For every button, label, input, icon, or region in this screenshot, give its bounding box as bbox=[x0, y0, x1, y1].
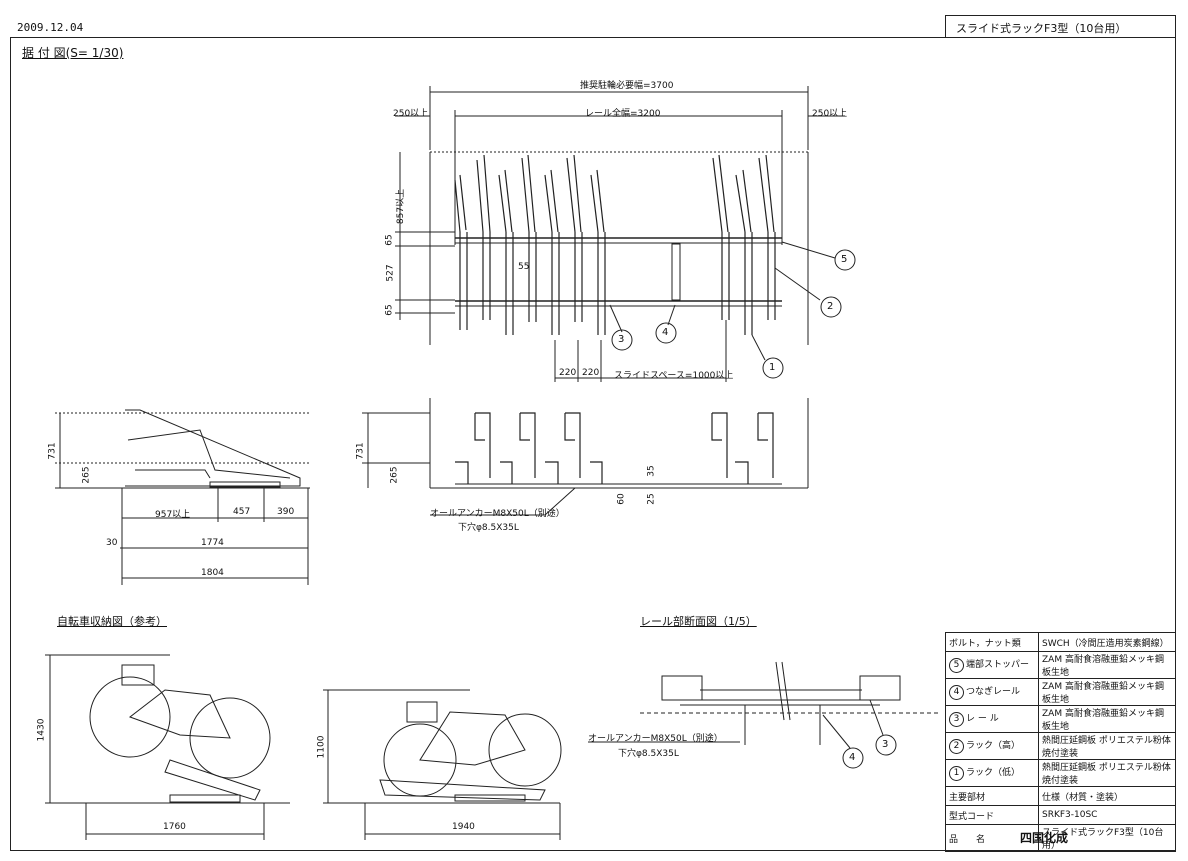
spec-value: SWCH（冷間圧造用炭素鋼線） bbox=[1038, 632, 1176, 652]
dim-857: 857以上 bbox=[396, 188, 407, 225]
rail-callout-3: 3 bbox=[882, 739, 889, 750]
callout-5: 5 bbox=[841, 254, 848, 265]
spec-row: 品 名 スライド式ラックF3型（10台用） bbox=[945, 824, 1176, 852]
dim-55: 55 bbox=[518, 262, 530, 272]
callout-3: 3 bbox=[618, 334, 625, 345]
front-dim-25: 25 bbox=[646, 493, 657, 505]
bicycle-view-low bbox=[323, 689, 562, 840]
bike-dim-1760: 1760 bbox=[163, 822, 186, 832]
spec-value: ZAM 高耐食溶融亜鉛メッキ鋼板生地 bbox=[1038, 705, 1176, 733]
drawing-title: スライド式ラックF3型（10台用） bbox=[945, 15, 1176, 37]
dim-slide-space: スライドスペース=1000以上 bbox=[614, 371, 734, 381]
part-number-badge: 5 bbox=[949, 658, 964, 673]
bike-dim-1100: 1100 bbox=[316, 735, 327, 759]
front-dim-35: 35 bbox=[646, 465, 657, 477]
front-dim-731: 731 bbox=[355, 442, 366, 460]
rail-anchor-label: オールアンカーM8X50L（別途） bbox=[588, 734, 723, 744]
spec-value: 熱間圧延鋼板 ポリエステル粉体焼付塗装 bbox=[1038, 759, 1176, 787]
rail-section-title: レール部断面図（1/5） bbox=[640, 615, 757, 628]
spec-row: 型式コード SRKF3-10SC bbox=[945, 805, 1176, 825]
spec-row: ボルト，ナット類 SWCH（冷間圧造用炭素鋼線） bbox=[945, 632, 1176, 652]
dim-margin-left: 250以上 bbox=[393, 109, 429, 119]
side-dim-265: 265 bbox=[81, 466, 92, 484]
dim-220-b: 220 bbox=[582, 368, 600, 378]
code-value: SRKF3-10SC bbox=[1038, 805, 1176, 825]
side-dim-390: 390 bbox=[277, 507, 295, 517]
front-hole-label: 下穴φ8.5X35L bbox=[458, 523, 519, 533]
part-number-badge: 3 bbox=[949, 712, 964, 727]
part-number-badge: 4 bbox=[949, 685, 964, 700]
side-dim-1774: 1774 bbox=[201, 538, 224, 548]
front-dim-60: 60 bbox=[616, 493, 627, 505]
material-label: 主要部材 bbox=[945, 786, 1039, 806]
spec-value: ZAM 高耐食溶融亜鉛メッキ鋼板生地 bbox=[1038, 651, 1176, 679]
front-anchor-label: オールアンカーM8X50L（別途） bbox=[430, 509, 565, 519]
material-value: 仕様（材質・塗装） bbox=[1038, 786, 1176, 806]
bicycle-view-high bbox=[45, 654, 290, 840]
bike-dim-1940: 1940 bbox=[452, 822, 475, 832]
rail-section bbox=[588, 661, 940, 769]
spec-row: 主要部材 仕様（材質・塗装） bbox=[945, 786, 1176, 806]
product-label: 品 名 bbox=[945, 824, 1039, 852]
dim-total-width: 推奨駐輪必要幅=3700 bbox=[580, 81, 674, 91]
side-dim-457: 457 bbox=[233, 507, 251, 517]
part-number-badge: 1 bbox=[949, 766, 964, 781]
side-dim-957: 957以上 bbox=[155, 510, 191, 520]
side-dim-30: 30 bbox=[106, 538, 118, 548]
part-number-badge: 2 bbox=[949, 739, 964, 754]
company-logo: 四国化成 bbox=[1020, 831, 1069, 845]
front-view bbox=[362, 398, 809, 516]
spec-name: ボルト，ナット類 bbox=[945, 632, 1039, 652]
dim-rail-length: レール全幅=3200 bbox=[585, 109, 661, 119]
drawing-frame bbox=[10, 37, 1176, 851]
plan-view bbox=[395, 86, 856, 382]
rail-hole-label: 下穴φ8.5X35L bbox=[618, 749, 679, 759]
bike-dim-1430: 1430 bbox=[36, 718, 47, 742]
parking-view-title: 自転車収納図（参考） bbox=[57, 615, 167, 628]
dim-65-bottom: 65 bbox=[384, 304, 395, 316]
product-value: スライド式ラックF3型（10台用） bbox=[1038, 824, 1176, 852]
dim-65-top: 65 bbox=[384, 234, 395, 246]
callout-4: 4 bbox=[662, 327, 669, 338]
callout-2: 2 bbox=[827, 301, 834, 312]
drawing-date: 2009.12.04 bbox=[17, 21, 84, 34]
rail-callout-4: 4 bbox=[849, 752, 856, 763]
side-dim-731: 731 bbox=[47, 442, 58, 460]
dim-220-a: 220 bbox=[559, 368, 577, 378]
dim-margin-right: 250以上 bbox=[812, 109, 848, 119]
side-view bbox=[55, 409, 310, 585]
spec-value: ZAM 高耐食溶融亜鉛メッキ鋼板生地 bbox=[1038, 678, 1176, 706]
code-label: 型式コード bbox=[945, 805, 1039, 825]
dim-527: 527 bbox=[385, 264, 396, 282]
front-dim-265: 265 bbox=[389, 466, 400, 484]
callout-1: 1 bbox=[769, 362, 776, 373]
side-dim-1804: 1804 bbox=[201, 568, 224, 578]
plan-view-title: 据 付 図(S= 1/30) bbox=[22, 46, 124, 60]
spec-value: 熱間圧延鋼板 ポリエステル粉体焼付塗装 bbox=[1038, 732, 1176, 760]
